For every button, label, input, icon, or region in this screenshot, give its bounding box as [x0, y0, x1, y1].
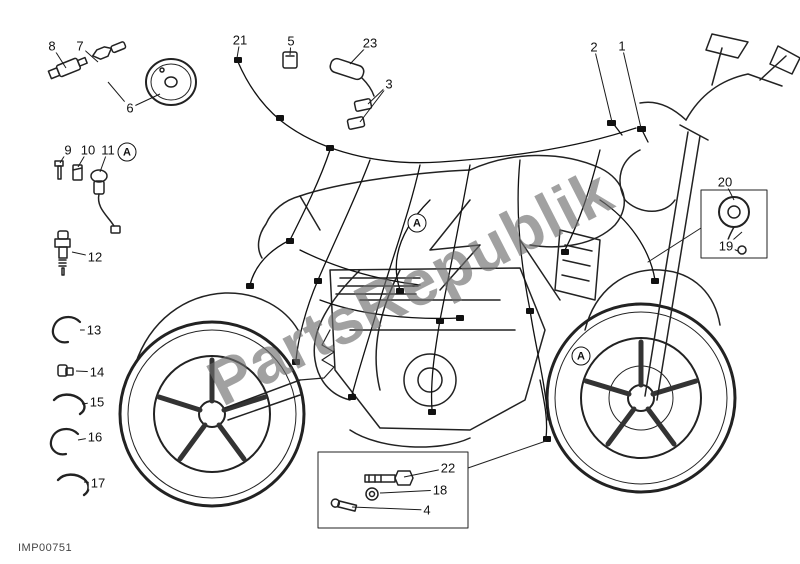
- part-disc-6: [145, 58, 197, 106]
- part-clip-16: [49, 428, 80, 456]
- part-connectors-3: [346, 98, 373, 130]
- callout-4: 4: [421, 502, 433, 518]
- radiator: [554, 229, 601, 301]
- a-marker-3: A: [571, 346, 591, 366]
- engine: [329, 267, 546, 431]
- callout-5: 5: [285, 33, 297, 49]
- part-grommet-14: [57, 364, 74, 377]
- callout-1: 1: [616, 38, 628, 54]
- callout-7: 7: [74, 38, 86, 54]
- callout-16: 16: [85, 429, 105, 445]
- frame-trellis: [429, 199, 561, 301]
- rear-fender: [134, 292, 299, 366]
- part-sensor-8: [47, 56, 88, 80]
- callout-12: 12: [85, 249, 105, 265]
- part-connector-5: [282, 51, 298, 69]
- part-horn-assembly: [647, 189, 768, 263]
- part-fastener-box: [317, 440, 547, 529]
- rear-wheel: [118, 320, 306, 508]
- callout-15: 15: [87, 394, 107, 410]
- a-marker-1: A: [117, 142, 137, 162]
- part-strap-15: [52, 393, 86, 416]
- callout-22: 22: [438, 460, 458, 476]
- handlebar: [639, 33, 800, 121]
- part-bolt-9: [54, 160, 64, 180]
- headlight: [619, 149, 676, 212]
- callout-11: 11: [99, 142, 117, 158]
- callout-10: 10: [78, 142, 98, 158]
- front-fork: [644, 124, 709, 401]
- callout-17: 17: [88, 475, 108, 491]
- front-wheel: [545, 302, 737, 494]
- a-marker-2: A: [407, 213, 427, 233]
- callout-6: 6: [124, 100, 136, 116]
- callout-20: 20: [715, 174, 735, 190]
- diagram-code: IMP00751: [18, 542, 73, 554]
- part-strap-17: [56, 473, 90, 497]
- callout-9: 9: [62, 142, 74, 158]
- part-spark-plug-12: [54, 230, 71, 276]
- callout-23: 23: [360, 35, 380, 51]
- seat-tail: [257, 169, 471, 259]
- part-sensor-7: [91, 41, 127, 60]
- part-washer-18: [365, 487, 379, 501]
- part-screw-4: [330, 498, 358, 512]
- callout-2: 2: [588, 39, 600, 55]
- left-mirror: [705, 33, 749, 59]
- right-mirror: [769, 45, 800, 75]
- part-coil-11: [90, 169, 121, 234]
- part-sensor-10: [72, 164, 83, 181]
- part-coil-23: [329, 57, 375, 97]
- front-fender: [584, 269, 721, 331]
- wiring-harness: [237, 61, 656, 439]
- part-clip-13: [51, 316, 82, 344]
- callout-18: 18: [430, 482, 450, 498]
- callout-13: 13: [84, 322, 104, 338]
- part-bolt-22: [394, 470, 414, 486]
- callout-3: 3: [383, 76, 395, 92]
- callout-21: 21: [230, 32, 250, 48]
- callout-14: 14: [87, 364, 107, 380]
- callout-19: 19: [716, 238, 736, 254]
- swingarm: [224, 329, 335, 421]
- callout-8: 8: [46, 38, 58, 54]
- exhaust: [313, 269, 471, 448]
- fuel-tank: [469, 154, 625, 248]
